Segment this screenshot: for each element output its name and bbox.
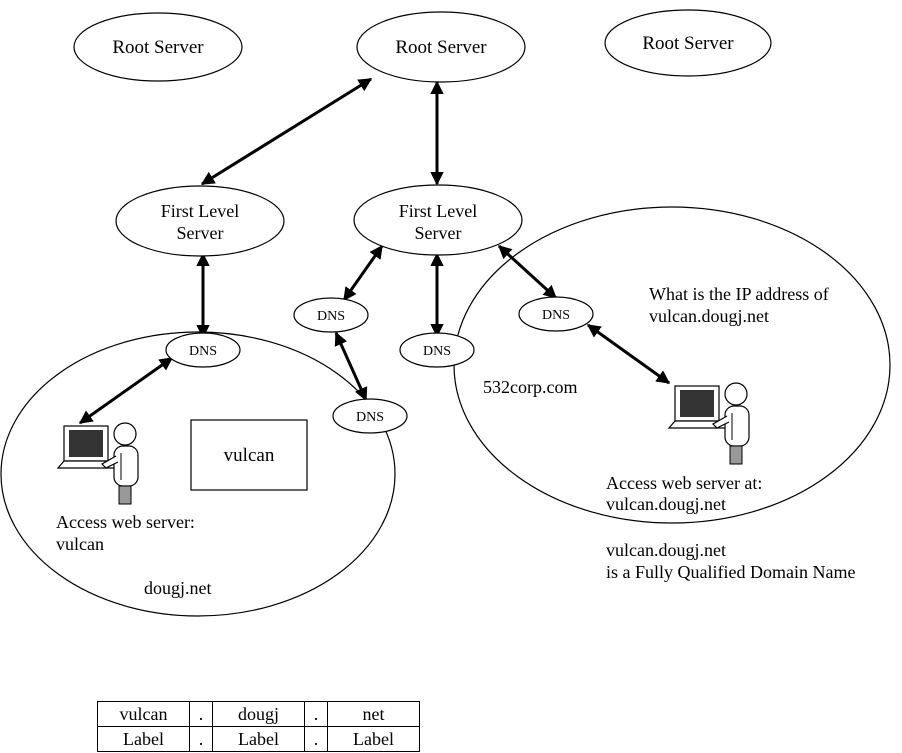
fqdn-label-cell: Label (327, 726, 420, 752)
arrow-root-to-first-level-left (200, 77, 373, 186)
ip-question-line1: What is the IP address of (649, 284, 829, 304)
root-server-2-label: Root Server (395, 37, 487, 58)
dns-label: DNS (189, 344, 217, 359)
fqdn-dot-cell: . (304, 701, 328, 727)
fqdn-label-table: vulcan . dougj . net Label . Label . Lab… (97, 701, 420, 752)
first-level-server-center-line1: First Level (399, 201, 478, 221)
dns-server-middle: DNS (399, 332, 475, 368)
fqdn-label-cell: Label (97, 726, 190, 752)
fqdn-part-cell: vulcan (97, 701, 190, 727)
left-caption-line1: Access web server: (56, 512, 195, 532)
vulcan-server-box: vulcan (190, 419, 308, 491)
first-level-server-center-line2: Server (415, 223, 462, 243)
first-level-server-left-line2: Server (177, 223, 224, 243)
dns-server-child: DNS (332, 398, 408, 434)
root-server-3-label: Root Server (642, 33, 734, 54)
dougj-net-domain-label: dougj.net (144, 578, 212, 598)
fqdn-labels-row: Label . Label . Label (97, 726, 420, 752)
first-level-server-left: First Level Server (115, 185, 285, 257)
arrow-dns-to-left-user (78, 356, 174, 425)
fqdn-part-cell: net (327, 701, 420, 727)
dns-label: DNS (542, 308, 570, 323)
dns-server-left: DNS (293, 297, 369, 333)
fqdn-note-line2: is a Fully Qualified Domain Name (606, 562, 855, 582)
fqdn-note-line1: vulcan.dougj.net (606, 540, 726, 560)
right-caption-line2: vulcan.dougj.net (606, 494, 726, 514)
dns-server-532corp: DNS (518, 296, 594, 332)
fqdn-dot-cell: . (189, 701, 213, 727)
dns-label: DNS (423, 344, 451, 359)
ip-question-line2: vulcan.dougj.net (649, 306, 769, 326)
user-at-laptop-icon (56, 422, 139, 505)
fqdn-dot-cell: . (304, 726, 328, 752)
dns-label: DNS (356, 410, 384, 425)
right-caption-line1: Access web server at: (606, 473, 762, 493)
root-server-3: Root Server (604, 9, 772, 77)
arrow-dns-to-dns-child (334, 331, 368, 402)
left-caption-line2: vulcan (56, 534, 104, 554)
first-level-server-left-line1: First Level (161, 201, 240, 221)
532corp-domain-label: 532corp.com (483, 377, 577, 397)
fqdn-dot-cell: . (189, 726, 213, 752)
arrow-dns-to-right-user (586, 323, 671, 385)
dns-label: DNS (317, 309, 345, 324)
root-server-1: Root Server (73, 12, 243, 82)
root-server-1-label: Root Server (112, 37, 204, 58)
first-level-server-center: First Level Server (353, 184, 523, 256)
arrow-first-level-center-to-dns-right (497, 244, 558, 300)
fqdn-label-cell: Label (212, 726, 305, 752)
fqdn-part-cell: dougj (212, 701, 305, 727)
arrow-first-level-center-to-dns-left (342, 244, 384, 302)
fqdn-parts-row: vulcan . dougj . net (97, 701, 420, 727)
user-at-laptop-icon (667, 382, 750, 465)
vulcan-server-label: vulcan (224, 445, 275, 466)
root-server-2: Root Server (356, 11, 526, 83)
dns-server-dougj: DNS (165, 332, 241, 368)
